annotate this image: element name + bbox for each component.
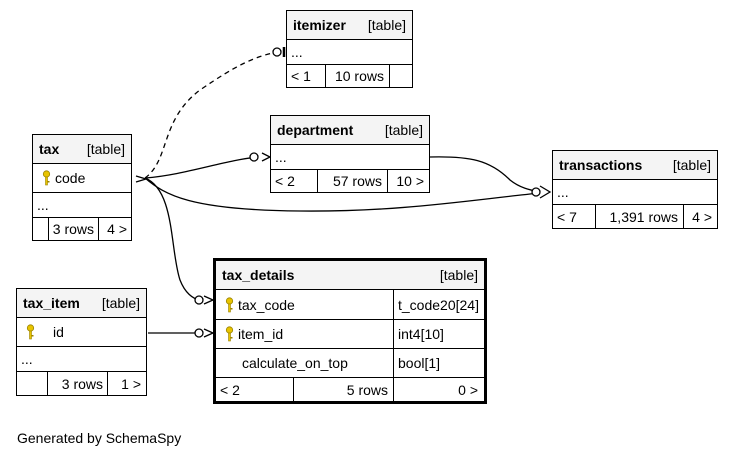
list-item: ...	[33, 193, 131, 218]
table-header: itemizer [table]	[287, 11, 412, 40]
key-icon	[39, 170, 53, 186]
column-row: code	[33, 164, 131, 193]
more-columns: ...	[275, 149, 287, 165]
row-count: 57 rows	[317, 170, 387, 192]
column-row: tax_code t_code20[24]	[216, 290, 484, 320]
table-footer: 3 rows 4 >	[33, 218, 131, 240]
children-link[interactable]: 0 >	[393, 378, 484, 401]
table-name[interactable]: tax	[39, 141, 60, 157]
table-tax-item[interactable]: tax_item [table] id ... 3 rows 1 >	[16, 288, 147, 396]
table-header: transactions [table]	[553, 151, 717, 180]
table-footer: < 7 1,391 rows 4 >	[553, 205, 717, 228]
table-name[interactable]: itemizer	[293, 17, 346, 33]
table-name[interactable]: tax_details	[222, 267, 295, 283]
table-tax-details[interactable]: tax_details [table] tax_code t_code20[24…	[213, 258, 487, 404]
table-type: [table]	[439, 267, 478, 283]
column-row: item_id int4[10]	[216, 320, 484, 349]
column-name: calculate_on_top	[242, 355, 348, 371]
table-name[interactable]: transactions	[559, 157, 643, 173]
table-name[interactable]: department	[277, 122, 354, 138]
table-header: tax_details [table]	[216, 261, 484, 290]
parents-link[interactable]: < 7	[557, 208, 577, 225]
table-itemizer[interactable]: itemizer [table] ... < 1 10 rows	[286, 10, 413, 88]
more-columns: ...	[37, 197, 49, 213]
parents-link[interactable]: < 2	[220, 381, 240, 398]
more-columns: ...	[557, 184, 569, 200]
table-header: tax [table]	[33, 135, 131, 164]
table-header: tax_item [table]	[17, 289, 146, 318]
row-count: 10 rows	[325, 65, 389, 87]
table-type: [table]	[86, 141, 125, 157]
edge-tax-department	[144, 156, 259, 179]
more-columns: ...	[21, 351, 33, 367]
column-type: t_code20[24]	[393, 290, 484, 319]
column-row: id	[17, 318, 146, 347]
generated-by-label: Generated by SchemaSpy	[17, 430, 182, 446]
parents-link[interactable]: < 2	[275, 173, 295, 189]
key-icon	[222, 326, 236, 342]
column-name: id	[53, 324, 64, 340]
column-type: int4[10]	[393, 320, 484, 348]
row-count: 1,391 rows	[595, 205, 683, 228]
table-type: [table]	[101, 295, 140, 311]
list-item: ...	[287, 40, 412, 65]
column-row: calculate_on_top bool[1]	[216, 349, 484, 378]
list-item: ...	[271, 145, 429, 170]
row-count: 3 rows	[48, 218, 98, 240]
children-link[interactable]: 1 >	[107, 372, 146, 395]
column-name: code	[55, 170, 86, 186]
key-icon	[222, 296, 236, 313]
more-columns: ...	[291, 44, 303, 60]
edge-tax-taxdetails	[144, 177, 201, 301]
table-footer: < 1 10 rows	[287, 65, 412, 87]
children-link[interactable]: 4 >	[683, 205, 717, 228]
column-type: bool[1]	[393, 349, 484, 377]
key-icon	[23, 324, 37, 340]
children-link[interactable]: 4 >	[98, 218, 131, 240]
list-item: ...	[553, 180, 717, 205]
children-link[interactable]	[389, 65, 412, 87]
table-name[interactable]: tax_item	[23, 295, 80, 311]
column-name: tax_code	[238, 296, 295, 313]
list-item: ...	[17, 347, 146, 372]
parents-link[interactable]	[17, 372, 47, 395]
table-tax[interactable]: tax [table] code ... 3 rows 4 >	[32, 134, 132, 241]
table-transactions[interactable]: transactions [table] ... < 7 1,391 rows …	[552, 150, 718, 229]
table-header: department [table]	[271, 116, 429, 145]
column-name: item_id	[238, 326, 284, 342]
table-type: [table]	[384, 122, 423, 138]
parents-link[interactable]: < 1	[291, 68, 311, 84]
table-footer: < 2 5 rows 0 >	[216, 378, 484, 401]
row-count: 3 rows	[47, 372, 107, 395]
row-count: 5 rows	[293, 378, 393, 401]
edge-tax-transactions	[144, 177, 541, 212]
table-footer: 3 rows 1 >	[17, 372, 146, 395]
parents-link[interactable]	[33, 218, 48, 240]
table-department[interactable]: department [table] ... < 2 57 rows 10 >	[270, 115, 430, 193]
table-footer: < 2 57 rows 10 >	[271, 170, 429, 192]
children-link[interactable]: 10 >	[387, 170, 429, 192]
table-type: [table]	[672, 157, 711, 173]
table-type: [table]	[367, 17, 406, 33]
edge-department-transactions	[429, 156, 541, 193]
